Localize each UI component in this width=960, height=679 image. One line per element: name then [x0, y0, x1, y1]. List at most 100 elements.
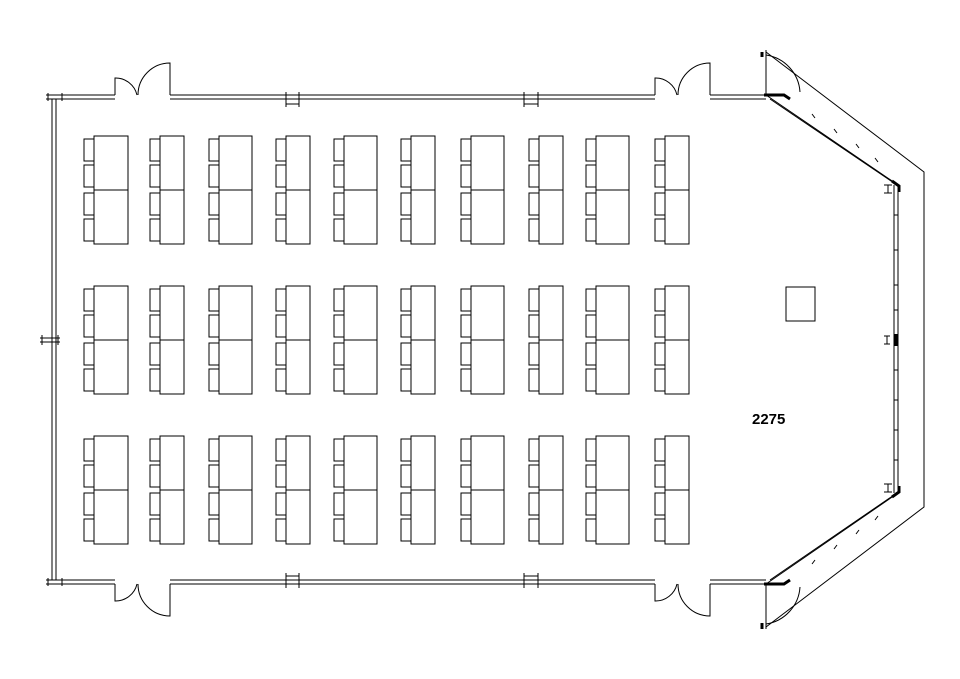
chair: [333, 164, 345, 188]
chair: [400, 342, 412, 366]
chair: [208, 368, 220, 392]
desk: [410, 435, 436, 491]
door-top-left: [114, 62, 171, 96]
chair: [275, 464, 287, 488]
chair: [528, 464, 540, 488]
desk: [410, 189, 436, 245]
chair: [528, 192, 540, 216]
desk: [470, 435, 505, 491]
chair: [654, 288, 666, 312]
desk: [664, 339, 690, 395]
left-wall-joint: [40, 335, 60, 345]
chair: [585, 464, 597, 488]
desk: [343, 435, 378, 491]
chair: [83, 314, 95, 338]
chair: [460, 138, 472, 162]
bottom-wall: [52, 579, 766, 585]
chair: [654, 192, 666, 216]
chair: [400, 288, 412, 312]
chair: [654, 492, 666, 516]
chair: [654, 368, 666, 392]
desk: [343, 189, 378, 245]
desk: [538, 285, 564, 341]
chair: [585, 288, 597, 312]
chair: [208, 438, 220, 462]
chair: [149, 164, 161, 188]
desk: [285, 189, 311, 245]
chair: [528, 288, 540, 312]
chair: [585, 342, 597, 366]
chair: [333, 368, 345, 392]
door-right-bottom: [765, 584, 801, 629]
desk: [538, 435, 564, 491]
desk: [595, 489, 630, 545]
desk: [664, 489, 690, 545]
chair: [83, 218, 95, 242]
chair: [275, 342, 287, 366]
room-number: 2275: [752, 411, 785, 428]
chair: [149, 438, 161, 462]
chair: [83, 518, 95, 542]
chair: [528, 138, 540, 162]
chair: [333, 138, 345, 162]
chair: [149, 368, 161, 392]
chair: [83, 138, 95, 162]
desk: [159, 435, 185, 491]
chair: [83, 192, 95, 216]
chair: [333, 518, 345, 542]
chair: [149, 192, 161, 216]
chair: [528, 492, 540, 516]
desk: [470, 189, 505, 245]
chair: [460, 368, 472, 392]
chair: [528, 218, 540, 242]
chair: [83, 342, 95, 366]
chair: [528, 342, 540, 366]
chair: [208, 138, 220, 162]
chair: [149, 288, 161, 312]
chair: [460, 464, 472, 488]
door-right-top: [765, 50, 801, 95]
desk: [159, 339, 185, 395]
chair: [83, 288, 95, 312]
chair: [400, 218, 412, 242]
chair: [528, 518, 540, 542]
chair: [460, 492, 472, 516]
desk: [159, 135, 185, 191]
desk: [218, 135, 253, 191]
chair: [208, 218, 220, 242]
chair: [400, 368, 412, 392]
desk: [595, 435, 630, 491]
desk: [343, 339, 378, 395]
chair: [585, 368, 597, 392]
chair: [208, 164, 220, 188]
desk: [664, 285, 690, 341]
chair: [149, 342, 161, 366]
desk: [664, 435, 690, 491]
desk: [470, 339, 505, 395]
desk: [470, 135, 505, 191]
door-bottom-right: [654, 583, 711, 617]
chair: [528, 368, 540, 392]
chair: [275, 192, 287, 216]
chair: [585, 138, 597, 162]
walls: [40, 92, 766, 588]
chair: [585, 438, 597, 462]
chair: [275, 492, 287, 516]
chair: [83, 438, 95, 462]
chair: [333, 492, 345, 516]
chair: [654, 438, 666, 462]
chair: [654, 164, 666, 188]
desk: [470, 489, 505, 545]
front-wall-ticks: [811, 113, 898, 565]
chair: [208, 288, 220, 312]
chair: [400, 438, 412, 462]
chair: [400, 518, 412, 542]
desk: [285, 285, 311, 341]
chair: [585, 492, 597, 516]
desk: [595, 135, 630, 191]
chair: [208, 192, 220, 216]
chair: [654, 518, 666, 542]
desk: [538, 135, 564, 191]
desk: [538, 339, 564, 395]
chair: [654, 342, 666, 366]
